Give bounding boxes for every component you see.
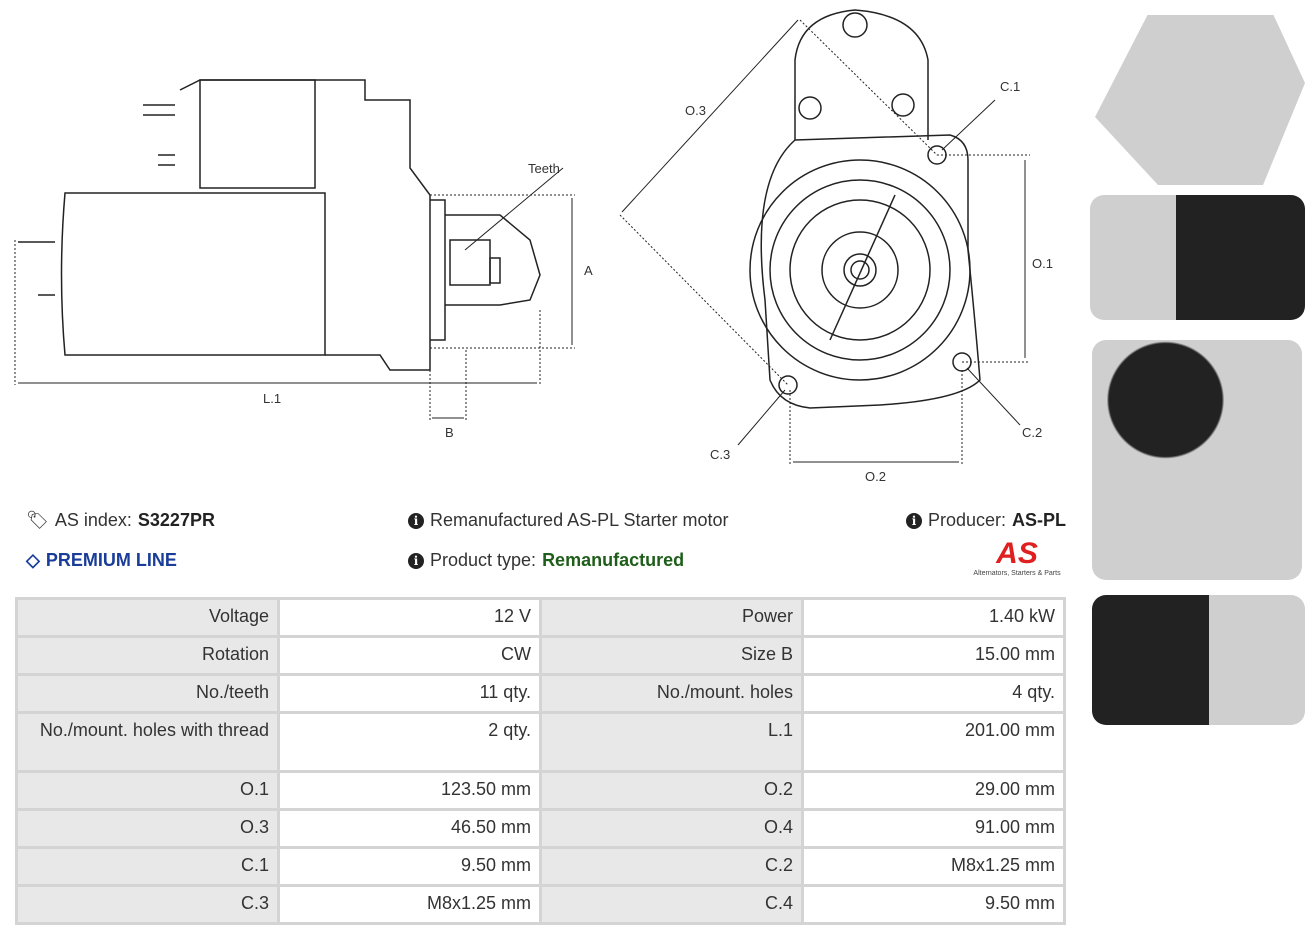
spec-label: C.4: [539, 884, 804, 925]
dim-o2-label: O.2: [865, 469, 886, 484]
product-photo-side[interactable]: [1090, 195, 1305, 320]
spec-label: No./mount. holes: [539, 673, 804, 714]
diamond-icon: ◇: [26, 550, 40, 570]
spec-value: 46.50 mm: [277, 808, 542, 849]
spec-value: 4 qty.: [801, 673, 1066, 714]
spec-label: Size B: [539, 635, 804, 676]
spec-label: Power: [539, 597, 804, 638]
dim-l1-label: L.1: [263, 391, 281, 406]
teeth-label: Teeth: [528, 161, 560, 176]
product-photo-rear[interactable]: [1092, 340, 1302, 580]
spec-label: C.3: [15, 884, 280, 925]
as-index: 🏷 AS index:S3227PR: [26, 510, 215, 530]
side-view-drawing: [18, 79, 541, 371]
spec-value: 29.00 mm: [801, 770, 1066, 811]
spec-value: CW: [277, 635, 542, 676]
spec-value: M8x1.25 mm: [277, 884, 542, 925]
technical-drawing: Teeth A B L.1 O.3 C.1 O.1 C.2 C.3 O.2: [14, 9, 1053, 484]
premium-line: ◇PREMIUM LINE: [26, 550, 177, 570]
info-icon: i: [408, 552, 424, 569]
spec-label: C.1: [15, 846, 280, 887]
spec-label: O.2: [539, 770, 804, 811]
spec-value: 11 qty.: [277, 673, 542, 714]
spec-value: M8x1.25 mm: [801, 846, 1066, 887]
dim-b-label: B: [445, 425, 454, 440]
spec-value: 2 qty.: [277, 711, 542, 773]
product-photo-front[interactable]: [1095, 15, 1305, 185]
spec-value: 123.50 mm: [277, 770, 542, 811]
dim-c1-label: C.1: [1000, 79, 1020, 94]
spec-value: 12 V: [277, 597, 542, 638]
spec-label: O.1: [15, 770, 280, 811]
dim-c3-label: C.3: [710, 447, 730, 462]
spec-label: L.1: [539, 711, 804, 773]
front-view-drawing: [749, 9, 981, 409]
spec-label: Rotation: [15, 635, 280, 676]
spec-value: 201.00 mm: [801, 711, 1066, 773]
spec-label: No./teeth: [15, 673, 280, 714]
spec-label: No./mount. holes with thread: [15, 711, 280, 773]
as-pl-logo: AS Alternators, Starters & Parts: [973, 537, 1061, 578]
spec-value: 9.50 mm: [801, 884, 1066, 925]
spec-value: 1.40 kW: [801, 597, 1066, 638]
spec-value: 91.00 mm: [801, 808, 1066, 849]
spec-label: O.3: [15, 808, 280, 849]
spec-label: O.4: [539, 808, 804, 849]
dim-o1-label: O.1: [1032, 256, 1053, 271]
spec-value: 9.50 mm: [277, 846, 542, 887]
dim-o3-label: O.3: [685, 103, 706, 118]
info-icon: i: [906, 512, 922, 529]
dim-a-label: A: [584, 263, 593, 278]
tags-icon: 🏷: [26, 510, 49, 530]
info-icon: i: [408, 512, 424, 529]
product-photo-angle[interactable]: [1092, 595, 1305, 725]
spec-value: 15.00 mm: [801, 635, 1066, 676]
spec-label: C.2: [539, 846, 804, 887]
spec-label: Voltage: [15, 597, 280, 638]
dim-c2-label: C.2: [1022, 425, 1042, 440]
